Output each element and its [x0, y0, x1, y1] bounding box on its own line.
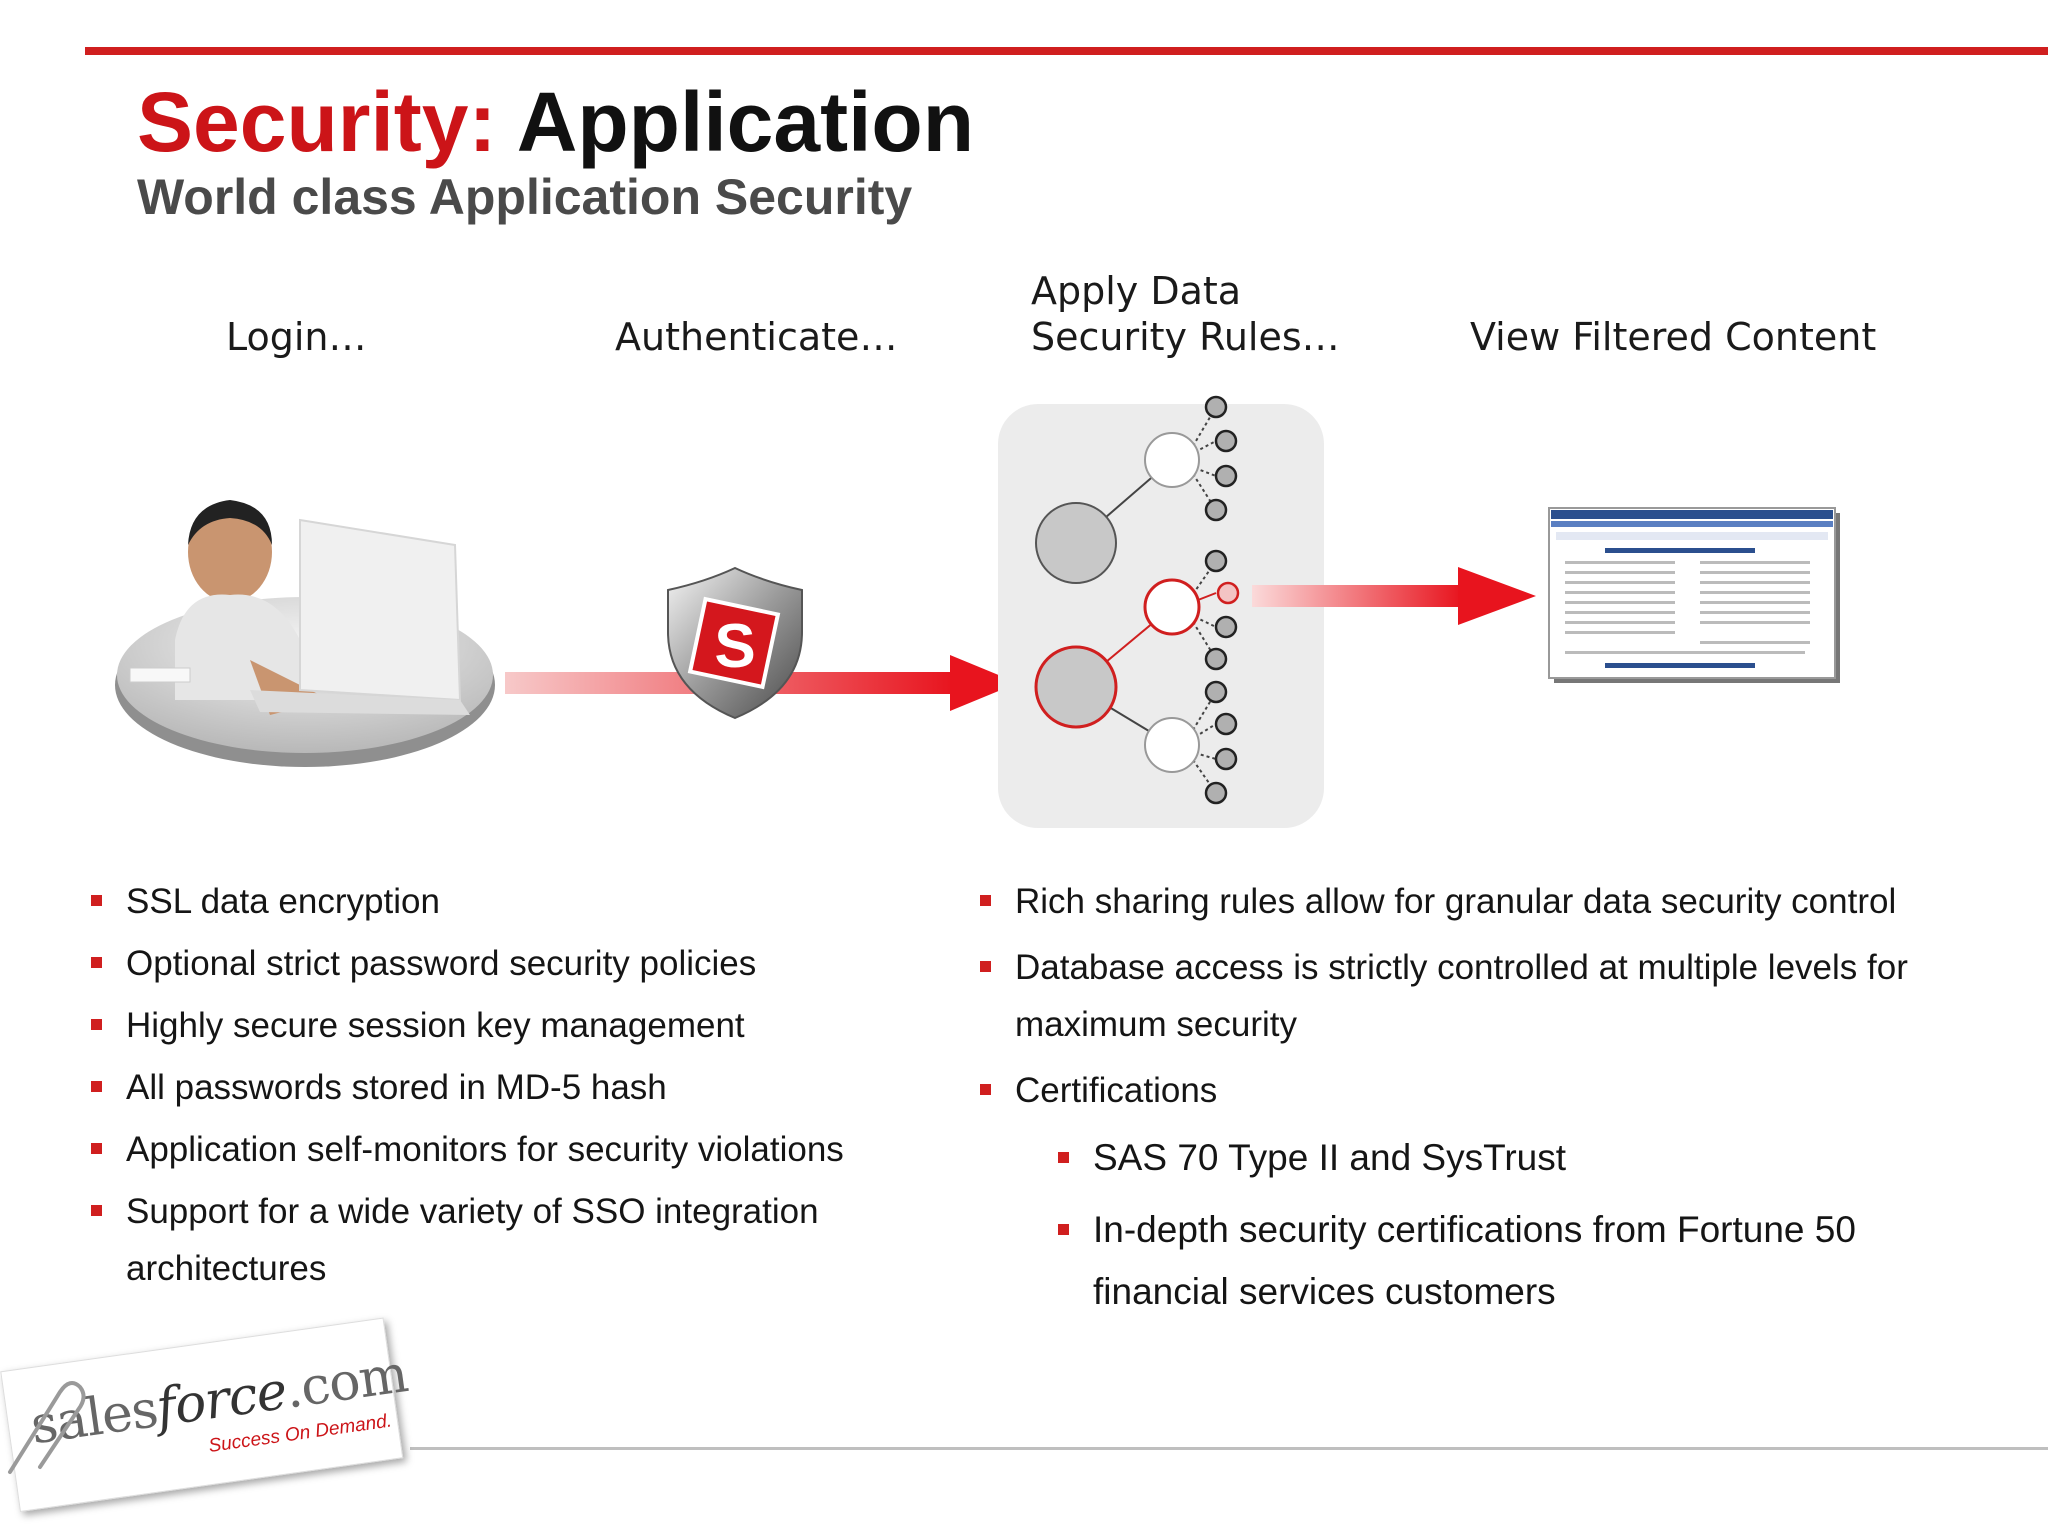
thumbnail-line — [1700, 591, 1810, 594]
tree-leaf-node — [1204, 498, 1228, 522]
thumbnail-content-lines — [1565, 561, 1810, 654]
list-item: SSL data encryption — [88, 873, 968, 930]
thumbnail-line — [1565, 621, 1675, 624]
flow-arrow-1-head — [950, 655, 1018, 711]
tree-edge — [1192, 759, 1217, 794]
tree-mid-node — [1144, 717, 1200, 773]
thumbnail-line — [1565, 591, 1675, 594]
thumbnail-subbar — [1551, 521, 1833, 527]
top-rule — [85, 47, 2048, 55]
right-bullet-list: Rich sharing rules allow for granular da… — [977, 873, 1937, 1333]
thumbnail-line — [1700, 621, 1810, 624]
tree-mid-node-highlight — [1143, 578, 1201, 636]
tree-leaf-node — [1214, 464, 1238, 488]
tree-root-node-highlight — [1034, 645, 1118, 729]
list-item: Highly secure session key management — [88, 997, 968, 1054]
list-item: Application self-monitors for security v… — [88, 1121, 968, 1178]
thumbnail-buttons — [1605, 548, 1755, 553]
list-item: Support for a wide variety of SSO integr… — [88, 1183, 968, 1297]
tree-leaf-node — [1204, 549, 1228, 573]
thumbnail-line — [1565, 611, 1675, 614]
logo-brand-c: .com — [281, 1344, 412, 1421]
tree-edge — [1194, 467, 1217, 477]
tree-root-node — [1035, 502, 1117, 584]
tree-edge — [1194, 616, 1217, 628]
thumbnail-line — [1700, 641, 1810, 644]
thumbnail-line — [1565, 581, 1675, 584]
thumbnail-line — [1565, 561, 1675, 564]
certifications-label: Certifications — [1015, 1071, 1218, 1110]
tree-edge-highlight — [1197, 592, 1217, 601]
tree-edge — [1194, 440, 1217, 453]
tree-leaf-node — [1204, 647, 1228, 671]
thumbnail-line — [1565, 651, 1805, 654]
step-authenticate-label: Authenticate… — [615, 315, 898, 359]
certifications-sub-list: SAS 70 Type II and SysTrust In-depth sec… — [1015, 1127, 1937, 1323]
shield-s-icon: S — [667, 566, 803, 720]
left-bullet-list: SSL data encryption Optional strict pass… — [88, 873, 968, 1302]
app-screenshot-thumbnail — [1548, 507, 1840, 683]
paperclip-icon — [8, 1381, 86, 1474]
thumbnail-line — [1700, 601, 1810, 604]
tree-leaf-node — [1214, 429, 1238, 453]
title-rest: Application — [516, 75, 975, 169]
user-at-laptop-illustration — [115, 500, 495, 767]
security-flow-diagram: S — [115, 395, 1840, 828]
shield-badge — [687, 596, 781, 690]
list-item: In-depth security certifications from Fo… — [1055, 1199, 1937, 1323]
tree-leaf-node-highlight — [1216, 581, 1240, 605]
laptop-screen-back — [299, 518, 462, 702]
thumbnail-line — [1700, 571, 1810, 574]
tree-leaf-node — [1214, 712, 1238, 736]
page-subtitle: World class Application Security — [137, 169, 913, 225]
tree-leaf-node — [1204, 680, 1228, 704]
thumbnail-line — [1565, 631, 1675, 634]
list-item: SAS 70 Type II and SysTrust — [1055, 1127, 1937, 1189]
paperclip-wire — [8, 1381, 86, 1474]
thumbnail-tabbar — [1551, 510, 1833, 519]
tree-leaf-node — [1214, 747, 1238, 771]
list-item: Optional strict password security polici… — [88, 935, 968, 992]
step-login-label: Login… — [226, 315, 367, 359]
list-item: Certifications SAS 70 Type II and SysTru… — [977, 1062, 1937, 1323]
thumbnail-line — [1565, 601, 1675, 604]
user-hair — [188, 500, 272, 545]
tree-edge — [1192, 560, 1217, 595]
step-rules-line-2: Security Rules… — [1031, 315, 1340, 359]
list-item: Rich sharing rules allow for granular da… — [977, 873, 1937, 930]
flow-arrow-2-shaft — [1252, 585, 1462, 607]
page-title: Security: Application — [137, 74, 974, 171]
thumbnail-line — [1700, 581, 1810, 584]
laptop-base — [250, 690, 470, 715]
tree-edge — [1194, 752, 1217, 760]
thumbnail-line — [1700, 561, 1810, 564]
step-view-label: View Filtered Content — [1470, 315, 1877, 359]
tree-edge — [1194, 723, 1217, 738]
flow-arrow-2-head — [1458, 567, 1536, 625]
tree-leaf-node — [1204, 781, 1228, 805]
tree-edge — [1192, 473, 1217, 511]
desk-phone — [129, 667, 191, 683]
tree-leaf-node — [1204, 395, 1228, 419]
thumbnail-header — [1556, 532, 1828, 540]
step-rules-label: Apply Data Security Rules… — [1031, 268, 1340, 360]
thumbnail-line — [1565, 571, 1675, 574]
list-item: Database access is strictly controlled a… — [977, 939, 1937, 1053]
title-accent: Security: — [137, 75, 497, 169]
thumbnail-buttons-bottom — [1605, 663, 1755, 668]
tree-leaf-nodes — [1204, 395, 1240, 805]
tree-leaf-node — [1214, 615, 1238, 639]
bottom-rule — [410, 1447, 2048, 1450]
shield-letter: S — [714, 612, 755, 681]
list-item: All passwords stored in MD-5 hash — [88, 1059, 968, 1116]
tree-mid-node — [1144, 432, 1200, 488]
user-head — [188, 502, 272, 602]
thumbnail-line — [1700, 611, 1810, 614]
step-rules-line-1: Apply Data — [1031, 269, 1242, 313]
